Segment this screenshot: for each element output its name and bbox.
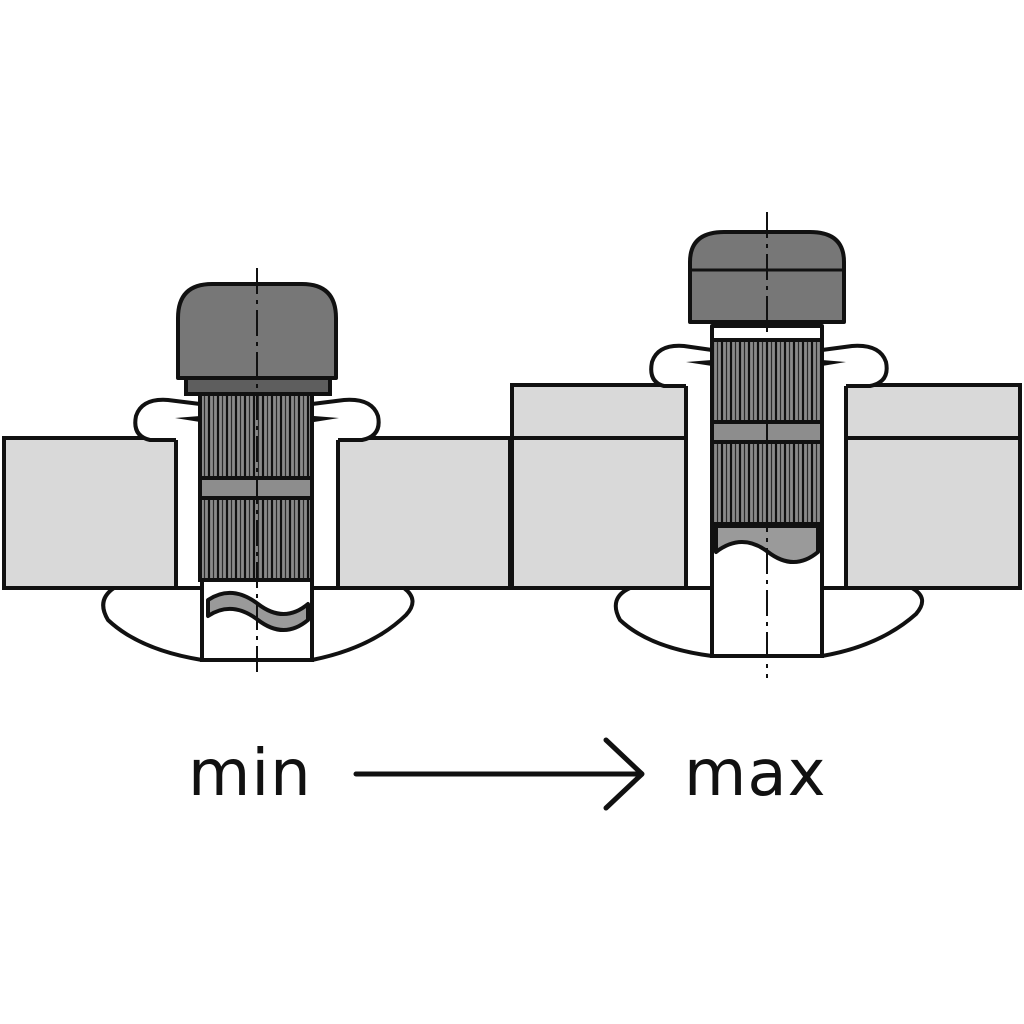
max-blind-bulb [613, 586, 924, 658]
min-plate-right [336, 436, 512, 590]
arrow-right-icon [353, 737, 645, 811]
min-label: min [188, 737, 312, 811]
min-blind-bulb [101, 586, 415, 662]
max-plate-right-top [844, 383, 1022, 440]
max-plate-right-bottom [844, 436, 1022, 590]
min-plate-left [2, 436, 178, 590]
max-grip-assembly [510, 212, 1022, 678]
max-plate-left-bottom [510, 436, 688, 590]
min-grip-assembly [2, 268, 512, 672]
max-label: max [684, 737, 827, 811]
min-rivet-sleeve [174, 438, 340, 588]
max-plate-left-top [510, 383, 688, 440]
